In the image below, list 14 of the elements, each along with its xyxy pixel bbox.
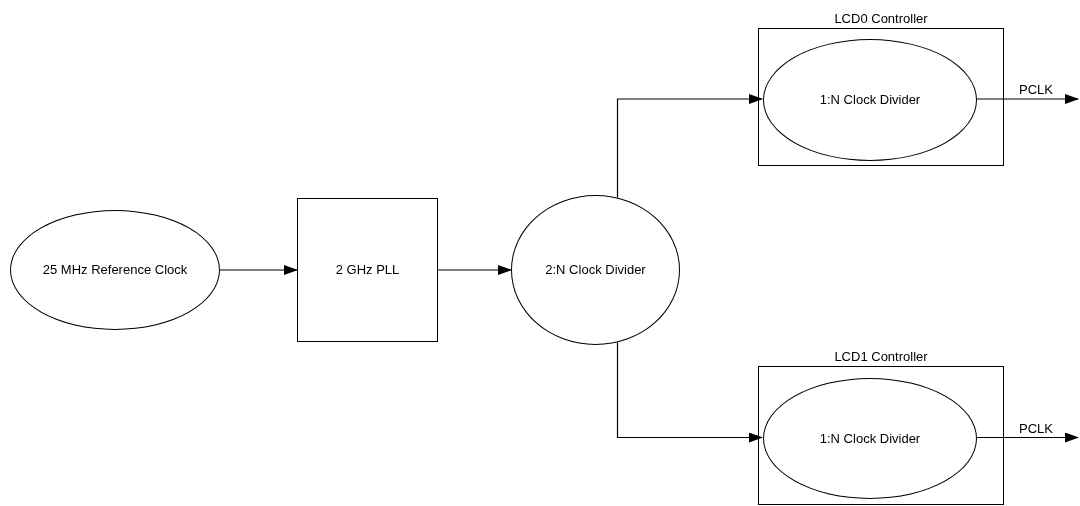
arrow [219,265,298,275]
arrow [975,94,1079,104]
node-label: 1:N Clock Divider [818,92,922,108]
arrow [975,432,1079,443]
pll-box [297,198,438,342]
arrow [616,94,763,199]
node-label: 1:N Clock Divider [818,430,922,447]
controller-heading: LCD0 Controller [833,11,929,27]
node-label: 25 MHz Reference Clock [41,262,189,278]
controller-heading: LCD1 Controller [833,349,929,365]
node-label: 2 GHz PLL [334,262,401,278]
arrow [437,265,512,275]
node-label: 2:N Clock Divider [544,262,647,278]
arrow [616,341,763,443]
